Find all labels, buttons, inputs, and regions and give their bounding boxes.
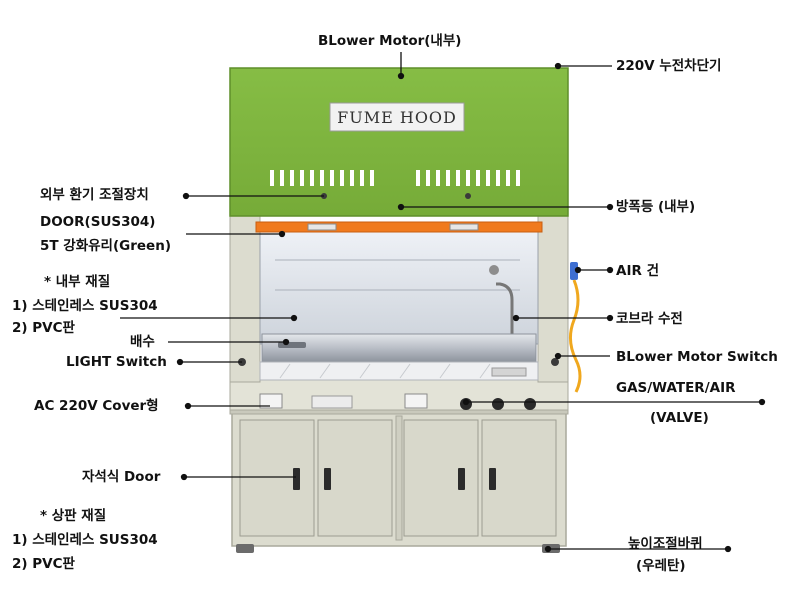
label-magnetic-door: 자석식 Door [82, 469, 161, 485]
label-gas-valve-line2: (VALVE) [650, 410, 709, 426]
sash-handle-left[interactable] [307, 223, 337, 231]
interior-chamber [259, 231, 539, 345]
lower-panel-label [311, 395, 353, 409]
faucet-head [489, 265, 499, 275]
sign-text: FUME HOOD [337, 108, 457, 127]
surface-lip [259, 361, 539, 381]
label-top-material-2: 2) PVC판 [12, 556, 75, 572]
cobra-faucet[interactable] [496, 282, 514, 338]
hood-top [229, 67, 569, 217]
side-frame-right [537, 199, 569, 383]
vent-adjust-knob-right[interactable] [465, 193, 471, 199]
cabinet-divider [395, 415, 403, 541]
side-frame-left [229, 199, 261, 383]
valve-knob-water[interactable] [492, 398, 504, 410]
pointer-lines [120, 52, 766, 553]
label-light-switch: LIGHT Switch [66, 354, 167, 370]
sash-handle-right[interactable] [449, 223, 479, 231]
label-cobra-faucet: 코브라 수전 [616, 311, 683, 327]
cabinet-door-3[interactable] [403, 419, 479, 537]
label-inner-material-1: 1) 스테인레스 SUS304 [12, 298, 158, 314]
label-drain: 배수 [130, 334, 155, 350]
lip-pattern [279, 363, 491, 379]
door-handle[interactable] [489, 468, 496, 490]
label-door-line2: 5T 강화유리(Green) [40, 238, 171, 254]
cabinet-door-2[interactable] [317, 419, 393, 537]
blower-motor-switch[interactable] [551, 358, 559, 366]
vent-slots-right [416, 170, 520, 186]
air-hose [569, 279, 582, 393]
interior-baffle [275, 259, 520, 291]
label-ac-cover: AC 220V Cover형 [34, 398, 159, 414]
door-handle[interactable] [458, 468, 465, 490]
sign-plate [329, 102, 465, 132]
caster-left [236, 544, 254, 553]
label-gas-valve-line1: GAS/WATER/AIR [616, 380, 736, 396]
label-explosion-light: 방폭등 (내부) [616, 199, 696, 215]
label-external-vent: 외부 환기 조절장치 [40, 187, 149, 203]
work-surface [261, 333, 537, 363]
label-breaker: 220V 누전차단기 [616, 58, 722, 74]
label-top-material-title: * 상판 재질 [40, 508, 107, 524]
sash-frame [255, 221, 543, 233]
label-caster-line1: 높이조절바퀴 [628, 536, 703, 552]
label-top-material-1: 1) 스테인레스 SUS304 [12, 532, 158, 548]
vent-slots-left [270, 170, 374, 186]
air-gun[interactable] [570, 262, 578, 280]
label-blower-motor: BLower Motor(내부) [318, 33, 462, 49]
label-inner-material-title: * 내부 재질 [44, 274, 111, 290]
door-handle[interactable] [293, 468, 300, 490]
door-handle[interactable] [324, 468, 331, 490]
valve-label-plate [491, 367, 527, 377]
label-caster-line2: (우레탄) [636, 558, 686, 574]
valve-knob-air[interactable] [524, 398, 536, 410]
label-air-gun: AIR 건 [616, 263, 659, 279]
cabinet-door-1[interactable] [239, 419, 315, 537]
label-inner-material-2: 2) PVC판 [12, 320, 75, 336]
ac-outlet-cover-left[interactable] [259, 393, 283, 409]
label-blower-switch: BLower Motor Switch [616, 349, 778, 365]
ac-outlet-cover-right[interactable] [404, 393, 428, 409]
drain-cup [278, 342, 306, 348]
label-door-line1: DOOR(SUS304) [40, 214, 156, 230]
